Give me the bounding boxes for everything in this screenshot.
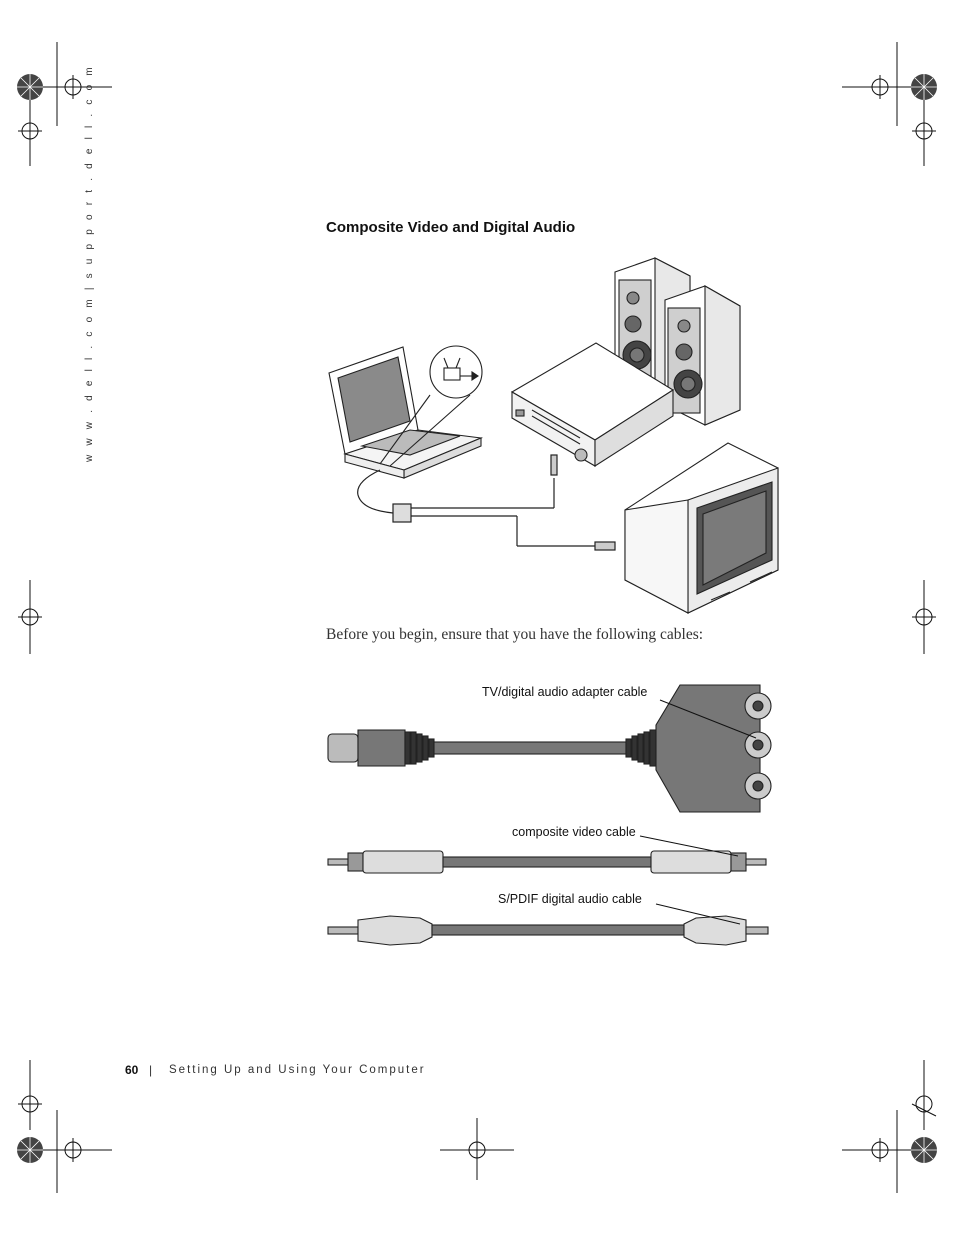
spdif-cable-label: S/PDIF digital audio cable <box>498 892 642 906</box>
adapter-cable-drawing <box>327 684 772 813</box>
video-cable-label: composite video cable <box>512 825 636 839</box>
adapter-cable-label: TV/digital audio adapter cable <box>482 685 648 699</box>
chapter-title: Setting Up and Using Your Computer <box>169 1064 426 1076</box>
intro-text: Before you begin, ensure that you have t… <box>326 626 704 643</box>
spdif-cable-drawing <box>327 915 769 946</box>
section-heading: Composite Video and Digital Audio <box>326 219 576 236</box>
page-number: 60 <box>125 1063 139 1077</box>
tv-out-callout <box>379 345 483 467</box>
speaker-right <box>664 285 741 426</box>
footer-separator: | <box>149 1063 153 1077</box>
television <box>624 442 779 614</box>
composite-video-cable-drawing <box>327 850 767 874</box>
laptop <box>328 346 484 479</box>
audio-receiver <box>510 342 675 468</box>
